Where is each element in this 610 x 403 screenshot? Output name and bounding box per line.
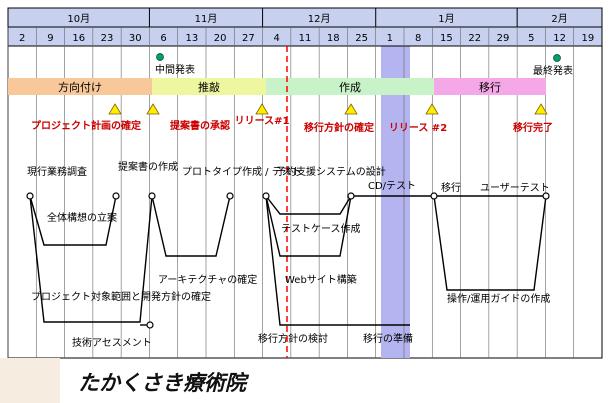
day-label: 8 xyxy=(415,33,421,44)
flow-nodes xyxy=(26,192,550,329)
midterm-label: 中間発表 xyxy=(155,63,195,76)
month-label: 1月 xyxy=(438,13,454,25)
day-label: 27 xyxy=(242,33,255,44)
task-prototype: プロトタイプ作成 / テスト xyxy=(182,166,302,178)
phase-elaboration-block xyxy=(152,78,266,95)
day-label: 11 xyxy=(299,33,312,44)
day-label: 20 xyxy=(214,33,227,44)
milestone-labels: プロジェクト計画の確定 提案書の承認 リリース#1 移行方針の確定 リリース #… xyxy=(31,115,553,134)
task-current-survey: 現行業務調査 xyxy=(27,165,87,178)
month-label: 12月 xyxy=(308,13,331,25)
chart-frame xyxy=(7,7,603,359)
phase-elaboration-label: 推敲 xyxy=(198,80,220,94)
task-labels: 現行業務調査 提案書の作成 プロトタイプ作成 / テスト 予約支援システムの設計… xyxy=(27,160,550,349)
month-label: 2月 xyxy=(551,13,567,25)
task-concept: 全体構想の立案 xyxy=(47,211,117,224)
task-website: Webサイト構築 xyxy=(285,273,357,286)
day-label: 12 xyxy=(553,33,566,44)
final-label: 最終発表 xyxy=(533,64,573,77)
flow-node xyxy=(430,192,438,200)
task-migration-plan: 移行方針の検討 xyxy=(258,332,328,345)
phase-transition-label: 移行 xyxy=(479,81,501,94)
task-usertest: ユーザーテスト xyxy=(480,182,550,194)
milestone-marker xyxy=(425,103,439,115)
task-reservation: 予約支援システムの設計 xyxy=(276,165,386,178)
flow-node xyxy=(148,192,156,200)
milestone-label-release2: リリース #2 xyxy=(389,122,447,134)
clinic-logo: たかくさき療術院 xyxy=(0,358,250,403)
flow-node xyxy=(146,321,154,329)
milestone-label-migration-policy: 移行方針の確定 xyxy=(304,121,374,134)
flow-node xyxy=(347,192,355,200)
holiday-band xyxy=(381,46,410,358)
flow-guide xyxy=(433,195,547,291)
phase-direction-block xyxy=(8,78,152,95)
phase-direction-label: 方向付け xyxy=(58,80,102,94)
day-label: 30 xyxy=(129,33,142,44)
task-flow-lines xyxy=(29,195,547,326)
task-target-scope: プロジェクト対象範囲と開発方針の確定 xyxy=(31,290,211,303)
day-label: 25 xyxy=(355,33,368,44)
logo-watermark xyxy=(0,358,60,403)
flow-concept xyxy=(29,195,117,246)
milestone-markers xyxy=(108,103,548,115)
phase-bar: 方向付け 推敲 作成 移行 xyxy=(8,78,546,95)
day-label: 19 xyxy=(581,33,594,44)
task-guide: 操作/運用ガイドの作成 xyxy=(447,292,550,305)
task-migration: 移行 xyxy=(441,181,461,194)
month-row: 10月 11月 12月 1月 2月 xyxy=(67,8,568,27)
final-dot xyxy=(553,54,561,62)
flow-reservation xyxy=(265,195,352,215)
day-label: 13 xyxy=(185,33,198,44)
milestone-marker xyxy=(146,103,160,115)
phase-transition-block xyxy=(434,78,546,95)
day-label: 16 xyxy=(72,33,85,44)
milestone-label-proposal: 提案書の承認 xyxy=(170,119,230,132)
milestone-marker xyxy=(344,103,358,115)
phase-construction-label: 作成 xyxy=(339,81,361,94)
day-label: 29 xyxy=(497,33,510,44)
flow-node xyxy=(26,192,34,200)
milestone-marker xyxy=(108,103,122,115)
day-label: 15 xyxy=(440,33,453,44)
day-label: 2 xyxy=(19,33,25,44)
phase-construction-block xyxy=(266,78,434,95)
milestone-label-plan: プロジェクト計画の確定 xyxy=(31,119,141,132)
day-label: 4 xyxy=(274,33,280,44)
milestone-label-migration-done: 移行完了 xyxy=(513,121,553,134)
task-proposal: 提案書の作成 xyxy=(118,160,178,173)
milestone-marker xyxy=(255,103,269,115)
flow-target-scope xyxy=(29,195,153,323)
day-label: 18 xyxy=(327,33,340,44)
milestone-marker xyxy=(534,103,548,115)
day-label: 1 xyxy=(387,33,393,44)
milestone-label-release1: リリース#1 xyxy=(235,115,290,127)
task-cdtest: CD/テスト xyxy=(368,181,416,192)
day-label: 6 xyxy=(160,33,166,44)
month-label: 10月 xyxy=(67,13,90,25)
month-label: 11月 xyxy=(195,13,218,25)
day-label: 9 xyxy=(47,33,53,44)
flow-node xyxy=(226,192,234,200)
day-label: 23 xyxy=(101,33,114,44)
flow-migration-plan xyxy=(265,195,351,326)
logo-text: たかくさき療術院 xyxy=(78,371,250,395)
day-label: 5 xyxy=(528,33,534,44)
task-tech-assess: 技術アセスメント xyxy=(72,336,152,349)
flow-node xyxy=(112,192,120,200)
day-label: 22 xyxy=(468,33,481,44)
flow-architecture xyxy=(151,195,231,257)
task-architecture: アーキテクチャの確定 xyxy=(158,273,257,286)
flow-node xyxy=(262,192,270,200)
midterm-dot xyxy=(156,53,164,61)
task-testcase: テストケース作成 xyxy=(281,223,361,235)
flow-node xyxy=(542,192,550,200)
task-migration-prep: 移行の準備 xyxy=(363,332,413,345)
flow-testcase xyxy=(265,195,352,257)
